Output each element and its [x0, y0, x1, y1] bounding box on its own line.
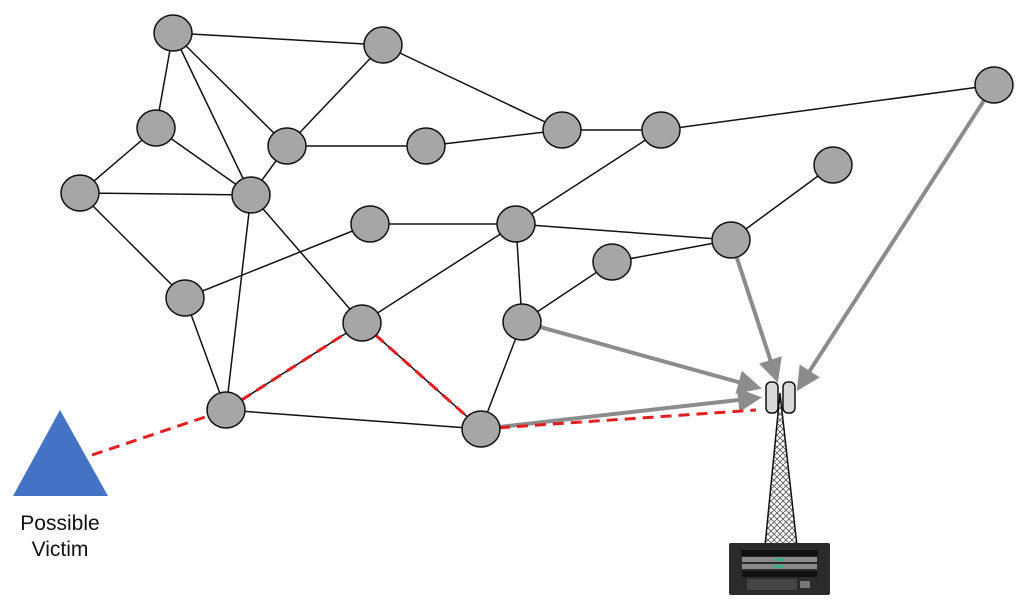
node-Q: [342, 304, 382, 342]
link-GH: [660, 84, 995, 131]
link-ON: [611, 239, 732, 263]
link-BD: [286, 44, 384, 147]
node-C: [136, 109, 176, 147]
link-QM: [361, 223, 517, 324]
node-F: [542, 111, 582, 149]
link-BF: [382, 44, 563, 131]
link-JQ: [250, 194, 363, 324]
node-R: [502, 303, 542, 341]
node-D: [267, 127, 307, 165]
network-nodes: [60, 14, 1014, 448]
node-G: [641, 111, 681, 149]
link-NK: [730, 164, 834, 241]
link-IP: [79, 192, 186, 299]
attack-segment: [480, 408, 757, 431]
victim-label-line1: Possible: [20, 512, 99, 535]
route-arrow-T: [499, 388, 762, 429]
route-arrow-H: [796, 99, 986, 392]
route-arrow-N: [735, 257, 782, 383]
link-ST: [225, 409, 482, 430]
link-PS: [184, 297, 227, 411]
node-H: [974, 66, 1014, 104]
victim-label-line2: Victim: [32, 538, 89, 561]
link-JS: [225, 194, 252, 411]
link-MN: [515, 223, 732, 241]
link-IJ: [79, 192, 252, 196]
link-PL: [184, 223, 371, 299]
attack-segment: [361, 321, 482, 431]
link-RT: [480, 321, 523, 430]
node-J: [231, 176, 271, 214]
link-AJ: [172, 32, 252, 196]
node-M: [496, 205, 536, 243]
victim: Possible Victim: [13, 410, 108, 561]
attack-segment: [225, 321, 363, 412]
node-B: [363, 26, 403, 64]
node-N: [711, 221, 751, 259]
link-EF: [425, 129, 563, 147]
node-A: [153, 14, 193, 52]
link-AB: [172, 32, 384, 46]
node-K: [813, 146, 853, 184]
attack-segment: [91, 408, 227, 457]
antenna-left-icon: [765, 381, 779, 414]
node-O: [592, 243, 632, 281]
victim-triangle-icon: [13, 410, 108, 496]
attack-path: [91, 321, 757, 457]
network-links: [79, 32, 995, 430]
link-GM: [515, 129, 662, 225]
link-AD: [172, 32, 288, 147]
cell-tower-icon: [764, 381, 798, 547]
route-arrow-R: [539, 325, 762, 394]
node-L: [350, 205, 390, 243]
server-rack-icon: [729, 543, 830, 595]
node-S: [206, 391, 246, 429]
node-E: [406, 127, 446, 165]
node-P: [165, 279, 205, 317]
antenna-right-icon: [782, 381, 796, 414]
node-T: [461, 410, 501, 448]
node-I: [60, 174, 100, 212]
route-arrows: [499, 99, 986, 429]
